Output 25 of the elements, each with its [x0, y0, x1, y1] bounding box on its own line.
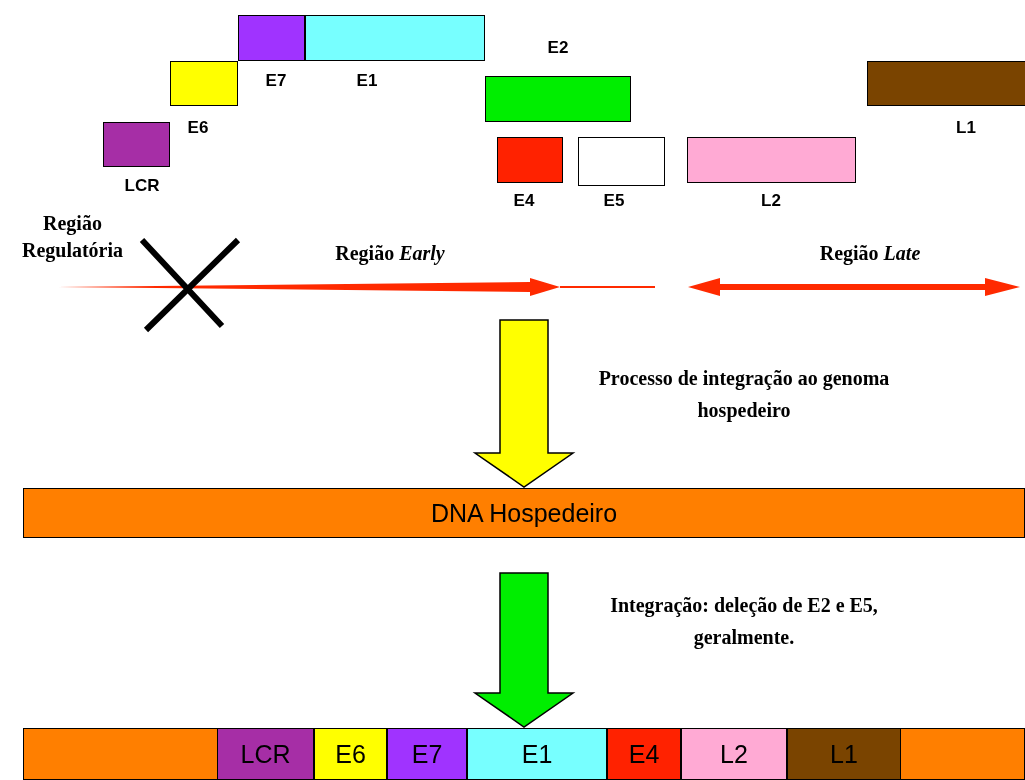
gene-segment: L1 — [787, 729, 901, 779]
gene-label: E6 — [187, 118, 209, 138]
gene-label: E7 — [265, 71, 287, 91]
gene-segment: E1 — [467, 729, 607, 779]
gene-label: LCR — [124, 176, 160, 196]
gene-segment: E6 — [314, 729, 387, 779]
gene-label: E5 — [603, 191, 625, 211]
block-arrow — [472, 319, 576, 488]
edge-label: Processo de integração ao genoma hospedeiro — [597, 366, 891, 424]
gene-label: L1 — [956, 118, 976, 138]
edge-label: Integração: deleção de E2 e E5, geralmente. — [609, 593, 879, 651]
host-dna-bar: DNA Hospedeiro — [23, 488, 1025, 538]
gene-label: L2 — [761, 191, 781, 211]
gene-label: E4 — [513, 191, 535, 211]
gene-segment: LCR — [217, 729, 314, 779]
gene-segment: E4 — [607, 729, 681, 779]
region-label: Região Regulatória — [20, 211, 125, 264]
block-arrow — [472, 572, 576, 728]
gene-segment: L2 — [681, 729, 787, 779]
region-label: Região Early — [334, 241, 446, 267]
region-label: Região Late — [818, 241, 922, 267]
integrated-genome-bar — [23, 728, 1025, 780]
gene-label: E2 — [547, 38, 569, 58]
gene-segment: E7 — [387, 729, 467, 779]
gene-label: E1 — [356, 71, 378, 91]
